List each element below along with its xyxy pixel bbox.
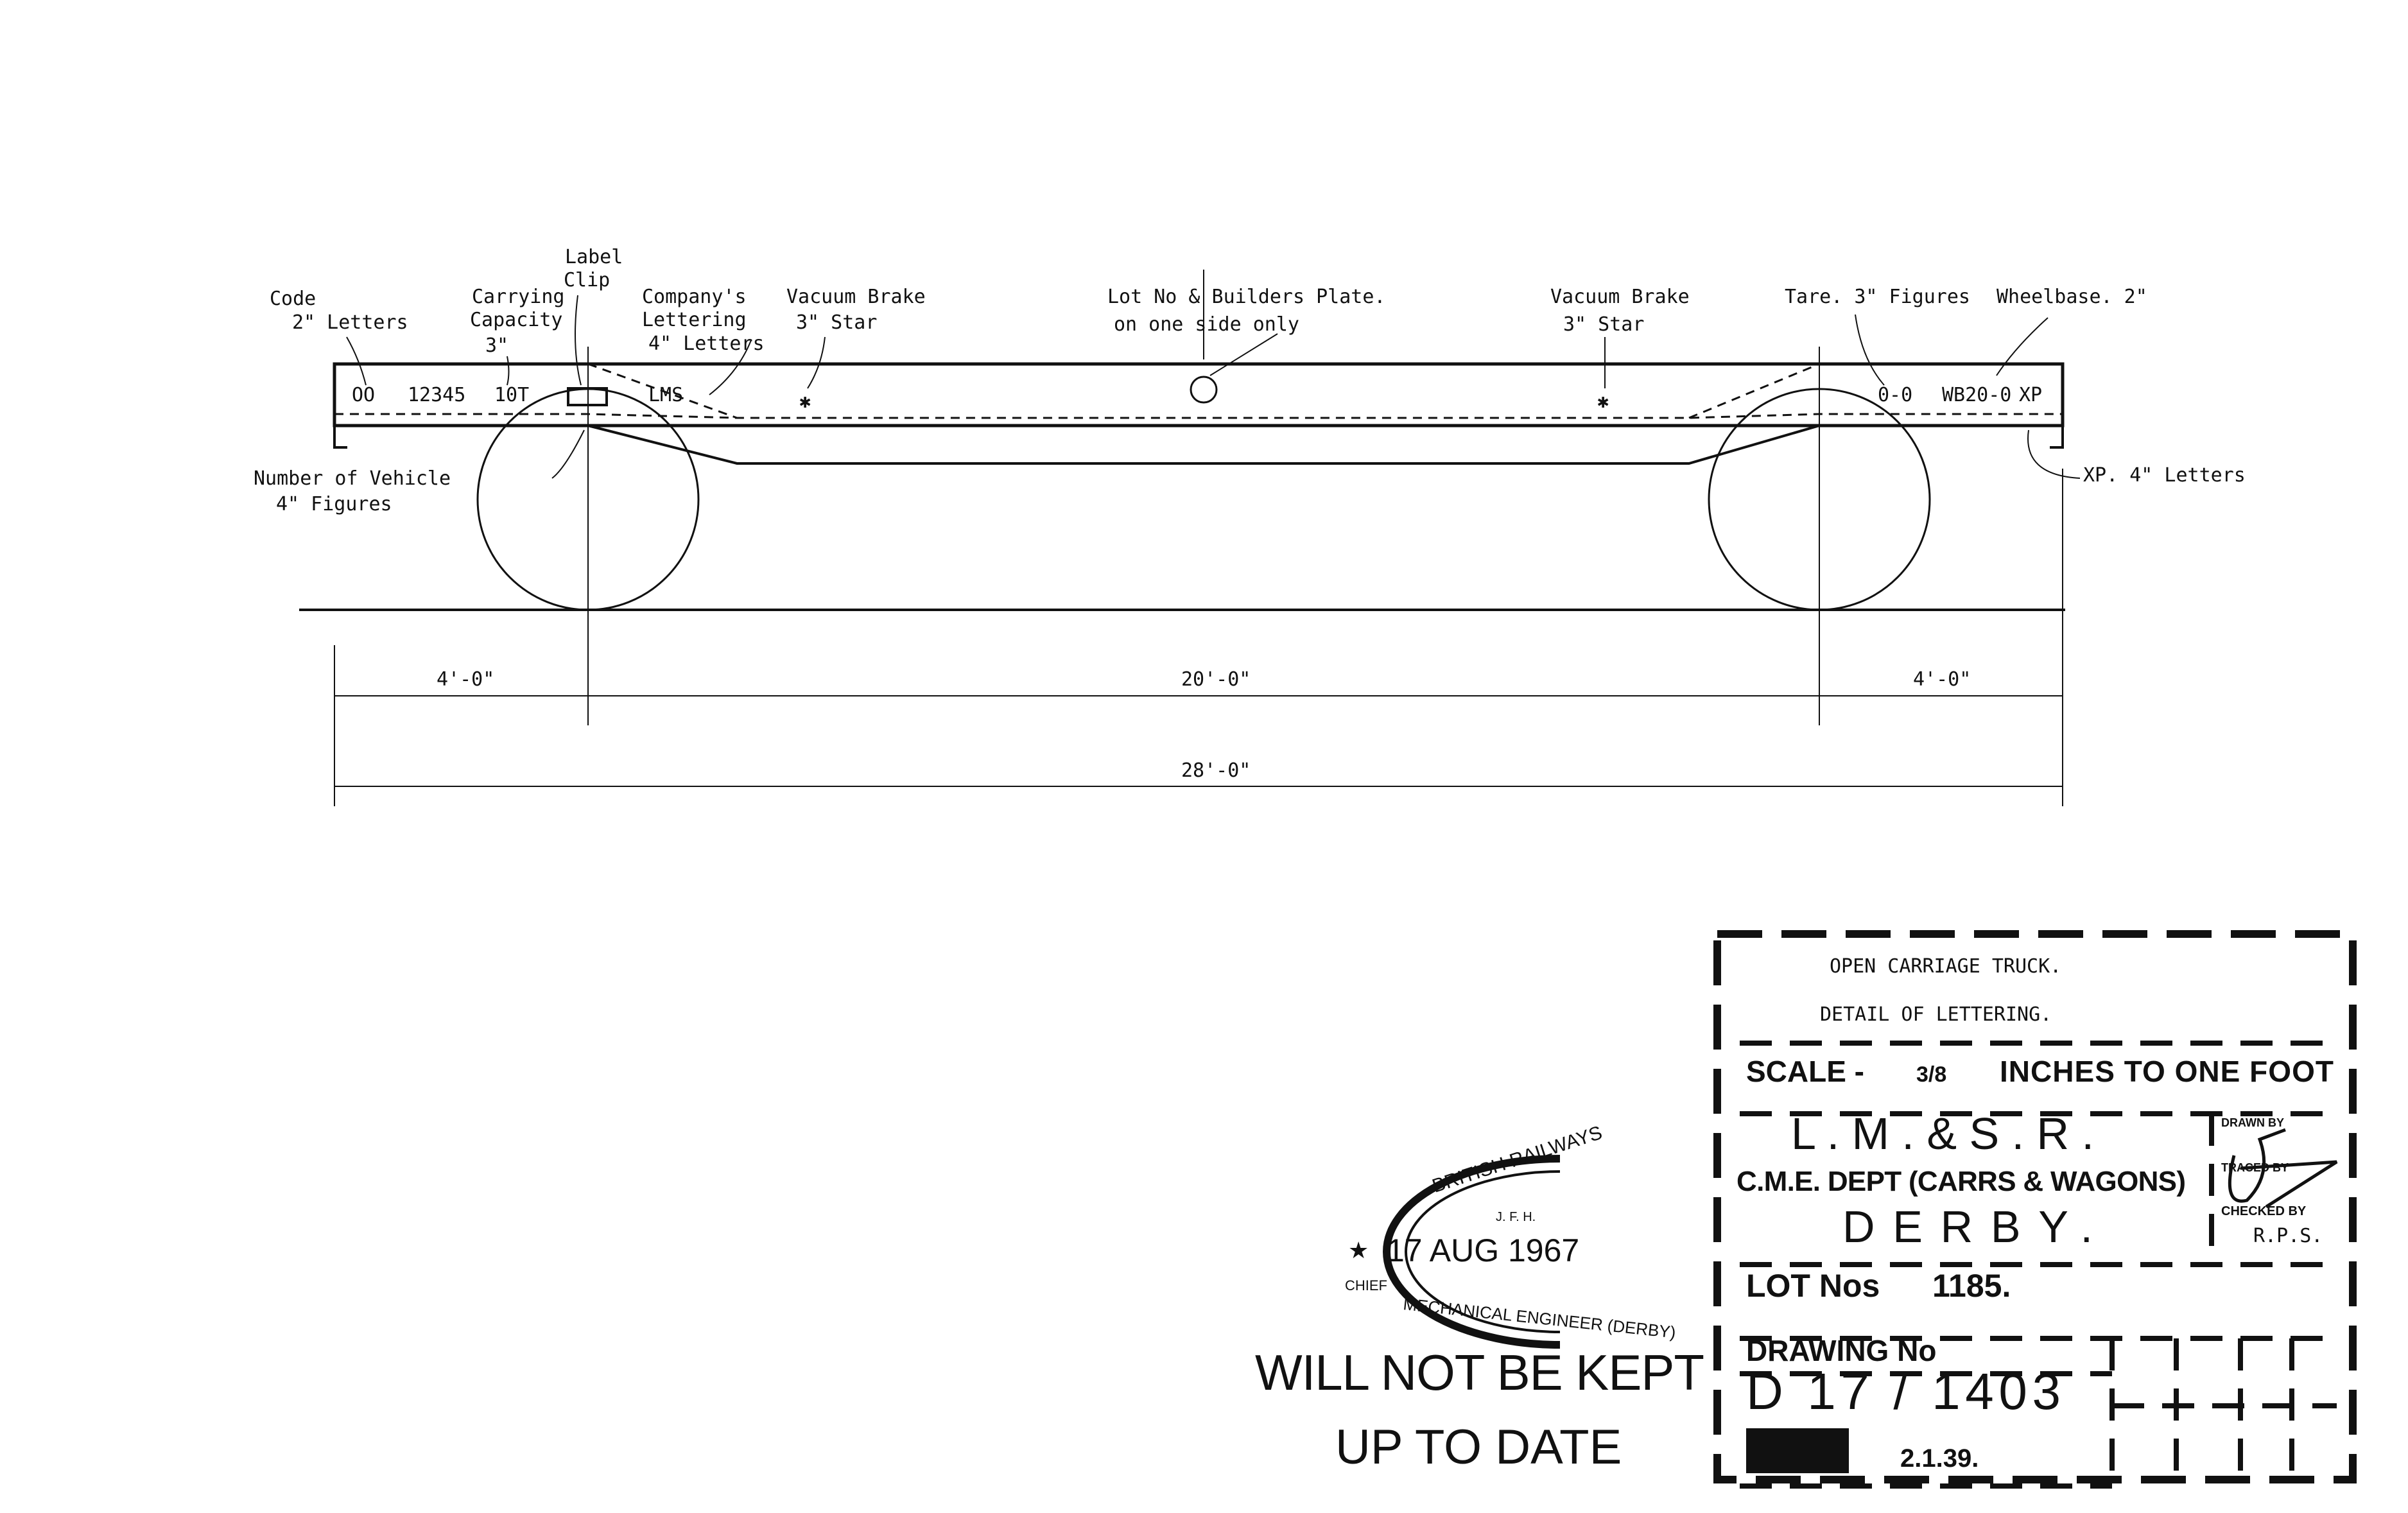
title-block: OPEN CARRIAGE TRUCK. DETAIL OF LETTERING… (1713, 930, 2357, 1489)
drawing-number: D 17 / 1403 (1746, 1363, 2061, 1420)
company-marking: LMS (648, 384, 683, 406)
british-railways-stamp: BRITISH RAILWAYS J. F. H. ★ 17 AUG 1967 … (1345, 1122, 1677, 1349)
annotation-code-size: 2" Letters (292, 311, 408, 334)
drawing-title: OPEN CARRIAGE TRUCK. (1830, 955, 2061, 978)
stamp-date: 17 AUG 1967 (1387, 1232, 1579, 1268)
drawing-number-label: DRAWING No (1746, 1334, 1936, 1367)
drawn-by-label: DRAWN BY (2221, 1116, 2284, 1129)
checked-by-label: CHECKED BY (2221, 1204, 2307, 1218)
checked-initials: R.P.S. (2253, 1225, 2323, 1247)
redaction-blot (1746, 1428, 1849, 1473)
builders-plate (1190, 376, 1218, 404)
annotation-capacity: Capacity (470, 309, 563, 331)
stamp-top-text: BRITISH RAILWAYS (1430, 1122, 1605, 1197)
number-marking: 12345 (408, 384, 465, 406)
company-name: L . M . & S . R . (1791, 1109, 2094, 1159)
dimension-wheelbase: 20'-0" (1181, 668, 1251, 691)
stamp-initials: J. F. H. (1496, 1210, 1536, 1224)
scale-label: SCALE - (1746, 1055, 1864, 1088)
side-markings: OO 12345 10T LMS 0-0 WB20-0 XP (352, 384, 2042, 406)
drawing-date: 2.1.39. (1900, 1444, 1979, 1473)
annotation-wheelbase: Wheelbase. 2" (1997, 286, 2147, 308)
annotation-lettering-size: 4" Letters (648, 333, 765, 355)
scale-value: 3/8 (1916, 1062, 1946, 1087)
capacity-marking: 10T (494, 384, 529, 406)
annotation-vacuum-left: Vacuum Brake (786, 286, 926, 308)
annotation-vehicle-number: Number of Vehicle (254, 467, 451, 490)
code-marking: OO (352, 384, 375, 406)
lot-label: LOT Nos (1746, 1268, 1880, 1304)
dimension-lines: 4'-0" 20'-0" 4'-0" 28'-0" (334, 668, 2063, 787)
place: DERBY. (1842, 1202, 2093, 1252)
annotation-star-right: 3" Star (1563, 313, 1644, 336)
annotation-one-side: on one side only (1114, 313, 1299, 336)
vacuum-star-left: ✱ (799, 390, 811, 413)
annotation-label: Label (565, 246, 623, 268)
dimension-left-overhang: 4'-0" (437, 668, 494, 691)
annotation-capacity-size: 3" (485, 334, 508, 357)
dimension-right-overhang: 4'-0" (1913, 668, 1971, 691)
annotation-lettering: Lettering (642, 309, 747, 331)
xp-marking: XP (2019, 384, 2042, 406)
annotation-vehicle-size: 4" Figures (276, 493, 392, 515)
drawn-by-signature (2228, 1128, 2338, 1209)
notice-line1: WILL NOT BE KEPT (1255, 1344, 1704, 1401)
stamp-star-icon: ★ (1348, 1237, 1369, 1263)
lot-value: 1185. (1932, 1268, 2011, 1304)
annotation-clip: Clip (564, 269, 610, 291)
wheelbase-marking: WB20-0 (1942, 384, 2011, 406)
annotation-xp: XP. 4" Letters (2083, 464, 2246, 487)
annotations: Code 2" Letters Carrying Capacity 3" Lab… (254, 246, 2246, 515)
annotation-carrying: Carrying (472, 286, 565, 308)
annotation-tare: Tare. 3" Figures (1785, 286, 1970, 308)
tare-marking: 0-0 (1878, 384, 1912, 406)
scale-unit: INCHES TO ONE FOOT (2000, 1055, 2334, 1088)
annotation-lot-plate: Lot No & Builders Plate. (1107, 286, 1385, 308)
notice-line2: UP TO DATE (1335, 1420, 1622, 1474)
drawing-subtitle: DETAIL OF LETTERING. (1820, 1003, 2052, 1026)
wagon-side-elevation: ✱ ✱ (299, 270, 2065, 806)
dimension-overall: 28'-0" (1181, 759, 1251, 782)
annotation-company: Company's (642, 286, 747, 308)
annotation-star-left: 3" Star (796, 311, 877, 334)
vacuum-star-right: ✱ (1597, 390, 1609, 413)
annotation-vacuum-right: Vacuum Brake (1550, 286, 1690, 308)
department: C.M.E. DEPT (CARRS & WAGONS) (1737, 1166, 2186, 1197)
annotation-code: Code (270, 288, 316, 310)
stamp-chief: CHIEF (1345, 1277, 1387, 1293)
